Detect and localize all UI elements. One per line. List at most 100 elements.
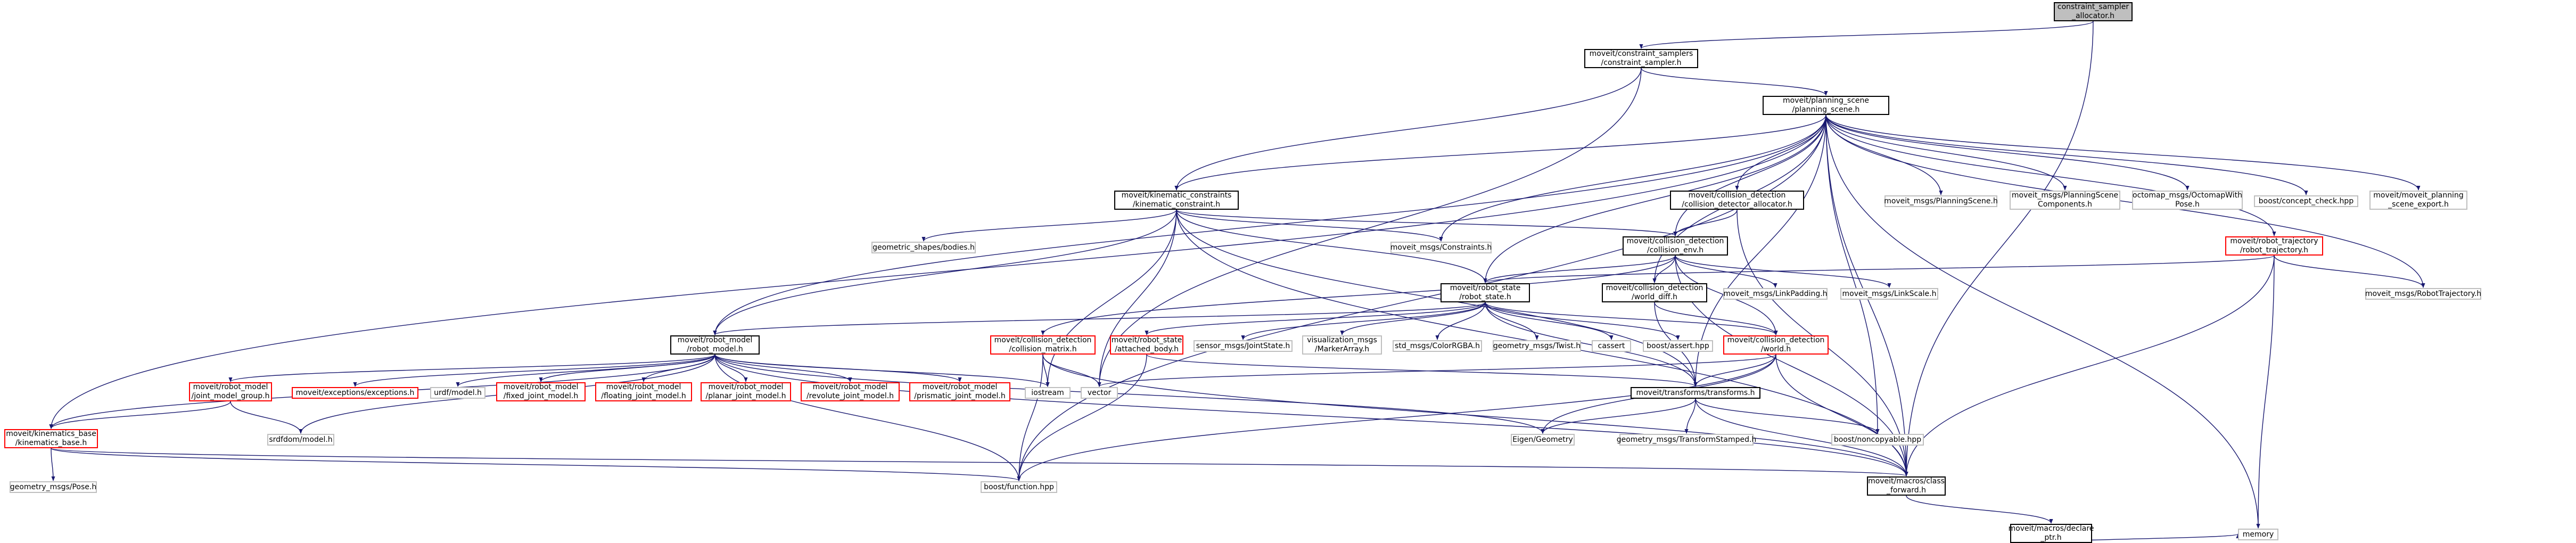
node-iostream[interactable]: iostream xyxy=(1025,387,1071,399)
node-cfwd[interactable]: moveit/macros/class_forward.h xyxy=(1867,476,1946,496)
node-label-line: boost/assert.hpp xyxy=(1647,341,1709,350)
node-label-line: moveit_msgs/PlanningScene xyxy=(2011,191,2119,200)
edge-ps-to-rt xyxy=(1825,114,2276,236)
node-label-line: geometry_msgs/Twist.h xyxy=(1493,341,1581,350)
node-label-line: /attached_body.h xyxy=(1115,345,1179,353)
node-cassert[interactable]: cassert xyxy=(1592,340,1631,352)
edge-world-to-bfunc xyxy=(1017,354,1776,481)
node-label-line: moveit/macros/declare xyxy=(2008,524,2094,533)
node-jmg[interactable]: moveit/robot_model/joint_model_group.h xyxy=(189,382,272,401)
node-jstate[interactable]: sensor_msgs/JointState.h xyxy=(1194,340,1293,352)
node-label-line: geometric_shapes/bodies.h xyxy=(873,243,975,252)
node-ps[interactable]: moveit/planning_scene/planning_scene.h xyxy=(1763,96,1889,115)
node-label-line: Eigen/Geometry xyxy=(1512,435,1573,444)
node-tf[interactable]: moveit/transforms/transforms.h xyxy=(1631,387,1760,399)
node-rt[interactable]: moveit/robot_trajectory/robot_trajectory… xyxy=(2225,236,2323,256)
node-label-line: moveit/robot_state xyxy=(1450,284,1521,292)
edge-ps-to-tf xyxy=(1693,114,1826,387)
edge-rs-to-marr xyxy=(1340,302,1486,335)
node-label-line: sensor_msgs/JointState.h xyxy=(1196,341,1290,350)
node-cmat[interactable]: moveit/collision_detection/collision_mat… xyxy=(990,335,1096,355)
edge-rt-to-memory xyxy=(2256,255,2275,529)
node-label-line: moveit/robot_state xyxy=(1111,336,1182,344)
edge-rm-to-jmg xyxy=(228,354,715,382)
node-label-line: moveit/robot_model xyxy=(677,336,753,344)
node-concept[interactable]: boost/concept_check.hpp xyxy=(2254,195,2358,207)
node-cs[interactable]: moveit/constraint_samplers/constraint_sa… xyxy=(1584,49,1698,68)
node-cenv[interactable]: moveit/collision_detection/collision_env… xyxy=(1623,236,1728,256)
node-crgba[interactable]: std_msgs/ColorRGBA.h xyxy=(1393,340,1482,352)
node-lscale[interactable]: moveit_msgs/LinkScale.h xyxy=(1840,288,1938,300)
node-wdiff[interactable]: moveit/collision_detection/world_diff.h xyxy=(1602,283,1707,302)
edge-rm-to-revol xyxy=(714,354,852,382)
node-prism[interactable]: moveit/robot_model/prismatic_joint_model… xyxy=(909,382,1010,401)
node-label-line: visualization_msgs xyxy=(1307,336,1377,344)
node-srdf[interactable]: srdfdom/model.h xyxy=(267,434,334,446)
edge-tf-to-tstamp xyxy=(1684,398,1696,434)
node-label-line: geometry_msgs/Pose.h xyxy=(10,482,97,491)
node-exc[interactable]: moveit/exceptions/exceptions.h xyxy=(292,387,418,399)
node-constr[interactable]: moveit_msgs/Constraints.h xyxy=(1390,242,1492,253)
edge-cenv-to-rs xyxy=(1483,255,1676,283)
node-export[interactable]: moveit/moveit_planning_scene_export.h xyxy=(2369,191,2467,210)
node-marr[interactable]: visualization_msgs/MarkerArray.h xyxy=(1302,335,1382,355)
node-label-line: vector xyxy=(1087,388,1112,397)
node-urdf[interactable]: urdf/model.h xyxy=(430,387,485,399)
edge-rm-to-urdf xyxy=(456,354,715,387)
node-mps[interactable]: moveit_msgs/PlanningScene.h xyxy=(1884,195,1998,207)
node-twist[interactable]: geometry_msgs/Twist.h xyxy=(1493,340,1581,352)
node-lpad[interactable]: moveit_msgs/LinkPadding.h xyxy=(1723,288,1828,300)
node-planar[interactable]: moveit/robot_model/planar_joint_model.h xyxy=(701,382,791,401)
node-bassert[interactable]: boost/assert.hpp xyxy=(1643,340,1713,352)
edge-kb-to-bfunc xyxy=(51,448,1021,481)
node-cda[interactable]: moveit/collision_detection/collision_det… xyxy=(1670,191,1804,210)
node-decl[interactable]: moveit/macros/declare_ptr.h xyxy=(2008,524,2094,543)
edge-abody-to-bfunc xyxy=(1017,354,1147,481)
node-label-line: std_msgs/ColorRGBA.h xyxy=(1395,341,1480,350)
node-fixed[interactable]: moveit/robot_model/fixed_joint_model.h xyxy=(496,382,586,401)
node-label-line: moveit/robot_model xyxy=(503,383,579,391)
node-label-line: moveit_msgs/RobotTrajectory.h xyxy=(2365,289,2482,298)
node-kc[interactable]: moveit/kinematic_constraints/kinematic_c… xyxy=(1114,191,1239,210)
node-eigen[interactable]: Eigen/Geometry xyxy=(1511,434,1575,446)
node-geob[interactable]: geometric_shapes/bodies.h xyxy=(871,242,976,253)
node-label-line: /kinematics_base.h xyxy=(15,439,87,447)
node-root[interactable]: constraint_sampler_allocator.h xyxy=(2054,2,2133,21)
edge-ps-to-kb xyxy=(49,114,1826,429)
node-kb[interactable]: moveit/kinematics_base/kinematics_base.h xyxy=(4,429,98,448)
node-label-line: cassert xyxy=(1598,341,1625,350)
edge-ps-to-noncopy xyxy=(1825,114,1880,434)
edge-wdiff-to-world xyxy=(1654,302,1778,335)
node-revol[interactable]: moveit/robot_model/revolute_joint_model.… xyxy=(801,382,900,401)
node-rm[interactable]: moveit/robot_model/robot_model.h xyxy=(670,335,760,355)
node-label-line: moveit/robot_trajectory xyxy=(2230,237,2318,245)
edge-kb-to-pose xyxy=(51,448,55,481)
node-label-line: boost/concept_check.hpp xyxy=(2258,196,2354,205)
node-float[interactable]: moveit/robot_model/floating_joint_model.… xyxy=(595,382,692,401)
edge-kc-to-geob xyxy=(921,209,1177,242)
node-tstamp[interactable]: geometry_msgs/TransformStamped.h xyxy=(1617,434,1756,446)
edge-rs-to-crgba xyxy=(1435,302,1486,340)
node-noncopy[interactable]: boost/noncopyable.hpp xyxy=(1831,434,1924,446)
edge-tf-to-eigen xyxy=(1541,398,1696,434)
node-bfunc[interactable]: boost/function.hpp xyxy=(981,481,1057,493)
edge-kc-to-rm xyxy=(713,209,1177,335)
node-mrt[interactable]: moveit_msgs/RobotTrajectory.h xyxy=(2365,288,2481,300)
node-rs[interactable]: moveit/robot_state/robot_state.h xyxy=(1441,283,1530,302)
node-label-line: /planning_scene.h xyxy=(1792,105,1860,114)
node-pose[interactable]: geometry_msgs/Pose.h xyxy=(10,481,97,493)
edge-ps-to-octo xyxy=(1825,114,2190,191)
edge-kc-to-tf xyxy=(1176,209,1698,387)
node-world[interactable]: moveit/collision_detection/world.h xyxy=(1723,335,1829,355)
node-label-line: /world_diff.h xyxy=(1631,293,1677,301)
node-label-line: moveit/robot_model xyxy=(708,383,784,391)
edge-rs-to-bassert xyxy=(1485,302,1680,340)
node-memory[interactable]: memory xyxy=(2238,529,2278,540)
node-vector[interactable]: vector xyxy=(1081,387,1118,399)
edge-cenv-to-cmat xyxy=(1041,255,1676,335)
node-abody[interactable]: moveit/robot_state/attached_body.h xyxy=(1110,335,1183,355)
node-label-line: iostream xyxy=(1031,388,1064,397)
